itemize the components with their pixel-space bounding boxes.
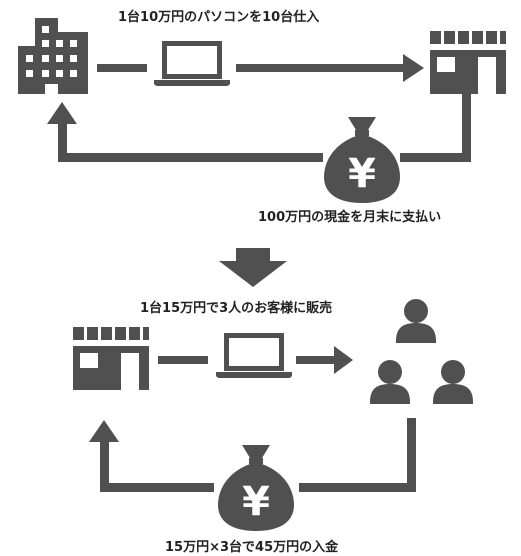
right-arrow-icon (296, 346, 353, 374)
laptop-icon (154, 41, 230, 86)
shop-icon (73, 327, 149, 390)
flow-line (97, 64, 147, 72)
sale-caption: 1台15万円で3人のお客様に販売 (140, 301, 333, 316)
return-arrow (47, 94, 471, 162)
customers-icon (370, 299, 473, 404)
payment-caption: 100万円の現金を月末に支払い (258, 210, 442, 225)
money-bag-yen-icon (218, 445, 294, 531)
office-building-icon (18, 18, 88, 94)
top-flow-section (18, 18, 506, 203)
laptop-icon (216, 333, 292, 378)
money-bag-yen-icon (324, 117, 400, 203)
flow-line (158, 356, 208, 364)
shop-icon (430, 31, 506, 94)
receipt-caption: 15万円×3台で45万円の入金 (165, 540, 339, 555)
return-arrow (89, 418, 416, 492)
down-arrow-icon (219, 248, 287, 287)
bottom-flow-section (73, 299, 473, 531)
purchase-caption: 1台10万円のパソコンを10台仕入 (118, 10, 320, 25)
right-arrow-icon (236, 54, 424, 82)
